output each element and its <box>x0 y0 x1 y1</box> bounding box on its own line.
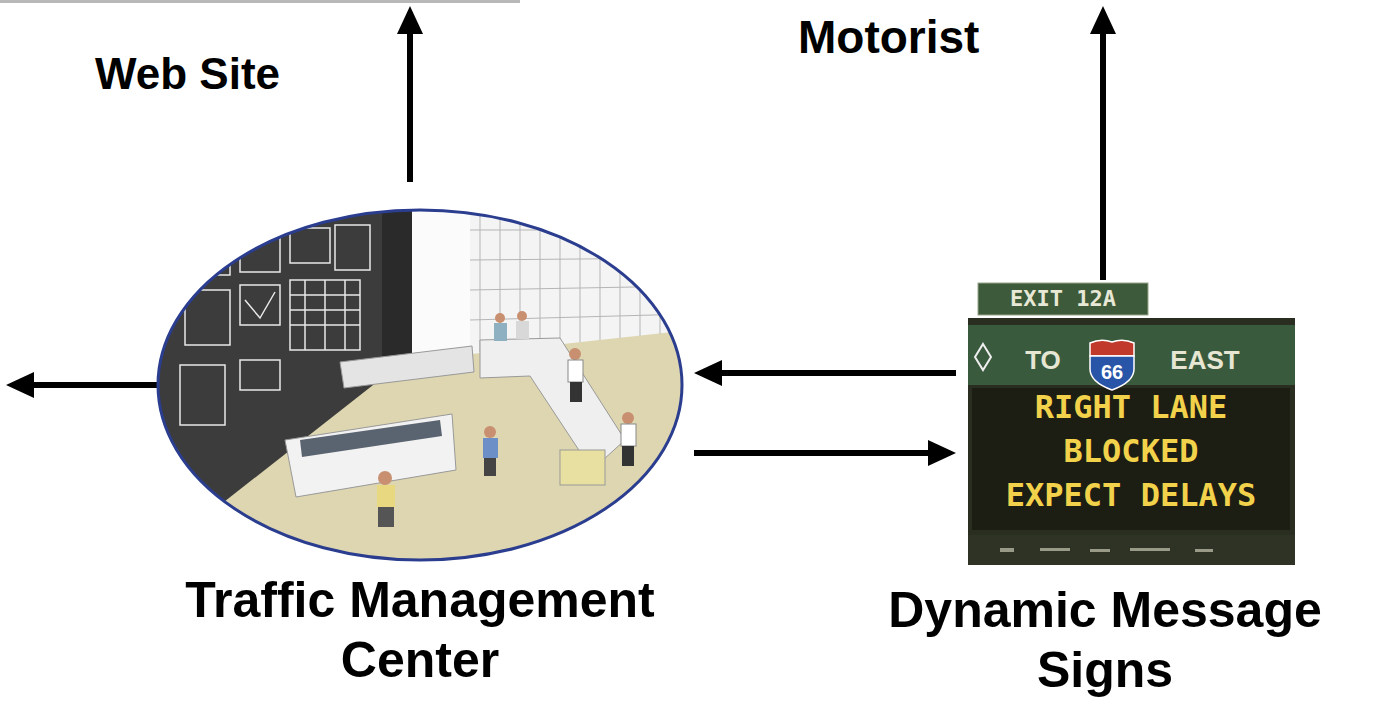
drawing-part <box>560 200 561 344</box>
outbound-arrow <box>6 372 158 398</box>
drawing-part <box>180 365 225 425</box>
text-slot: TO <box>1013 345 1073 375</box>
drawing-part <box>377 485 395 507</box>
floor <box>150 200 690 570</box>
drawing-part <box>1040 548 1070 551</box>
pillar <box>382 200 412 372</box>
message-sign: EXIT 12A TO 66 EAST RIGHT LANE BLOCKED EXPEC… <box>968 283 1295 565</box>
wall-panel <box>412 200 470 355</box>
control-center: Traffic Management Center <box>158 210 682 560</box>
drawing-part <box>495 313 505 323</box>
shield-body <box>1090 356 1134 390</box>
drawing-part <box>470 286 690 290</box>
motorist-arrow <box>1090 6 1116 280</box>
text-slot: Traffic Management Center <box>100 570 740 690</box>
drawing-part <box>569 348 581 360</box>
back-wall <box>400 200 690 362</box>
room-outline <box>158 210 682 560</box>
text-slot: Dynamic Message Signs <box>825 580 1385 700</box>
drawing-part <box>622 412 634 424</box>
shield-top <box>1090 340 1134 356</box>
lane-diamond <box>975 344 991 370</box>
route-shield-number: 66 <box>1092 360 1132 384</box>
output-label: Motorist <box>798 10 979 65</box>
sign-bottom-strip <box>968 535 1295 565</box>
drawing-part <box>621 424 636 446</box>
drawing-part <box>290 228 330 263</box>
drawing-part <box>240 285 280 325</box>
drawing-part <box>378 471 392 485</box>
drawing-part <box>480 200 481 352</box>
arrow-shaft <box>407 32 413 182</box>
drawing-part <box>516 321 529 339</box>
exit-number: EXIT 12A <box>978 283 1148 315</box>
control-room-illustration <box>150 200 690 570</box>
sign-bottom-marks <box>1000 548 1213 552</box>
drawing-part <box>622 446 634 466</box>
drawing-part <box>1195 549 1213 552</box>
led-message: RIGHT LANE BLOCKED EXPECT DELAYS <box>1000 385 1262 517</box>
text-slot: EAST <box>1165 345 1245 375</box>
drawing-part <box>470 258 690 260</box>
wall-monitors <box>180 222 370 425</box>
drawing-part <box>484 458 496 476</box>
drawing-part <box>568 360 583 382</box>
text-slot: RIGHT LANE BLOCKED EXPECT DELAYS <box>1000 385 1262 517</box>
message-sign-illustration <box>968 283 1295 565</box>
partial-box-edge <box>0 0 520 3</box>
drawing-part <box>580 200 581 342</box>
flow-arrow <box>694 450 936 456</box>
drawing-part <box>570 382 582 402</box>
drawing-part <box>600 200 601 340</box>
sign-route-word: TO <box>1013 345 1073 375</box>
drawing-part <box>290 280 360 350</box>
drawing-part <box>484 426 496 438</box>
drawing-part <box>378 507 394 527</box>
drawing-part <box>240 360 280 390</box>
arrow-head <box>1090 6 1116 34</box>
arrow-head <box>6 372 34 398</box>
console-screen <box>560 450 605 485</box>
drawing-part <box>195 235 225 260</box>
node-label: Traffic Management Center <box>100 570 740 690</box>
drawing-part <box>517 311 527 321</box>
website-arrow <box>397 6 423 182</box>
drawing-part <box>620 200 621 338</box>
text-slot: EXIT 12A <box>978 283 1148 315</box>
console-screens <box>300 420 442 457</box>
drawing-part <box>1090 549 1110 552</box>
drawing-part <box>304 280 306 350</box>
arrow-shaft <box>32 382 158 388</box>
drawing-part <box>1000 548 1014 552</box>
sign-direction: EAST <box>1165 345 1245 375</box>
node-label: Dynamic Message Signs <box>825 580 1385 700</box>
drawing-part <box>494 323 507 341</box>
output-label: Web Site <box>95 48 280 101</box>
drawing-part <box>324 280 326 350</box>
operators <box>377 311 636 527</box>
sign-panel <box>968 318 1295 565</box>
text-slot: 66 <box>1092 360 1132 384</box>
console <box>285 414 456 497</box>
wall-grid <box>470 200 690 352</box>
flow-arrow <box>714 370 956 376</box>
arrow-shaft <box>1100 32 1106 280</box>
console <box>340 346 474 388</box>
drawing-part <box>335 225 370 270</box>
drawing-part <box>540 200 541 346</box>
arrow-head <box>397 6 423 34</box>
drawing-part <box>483 438 498 458</box>
drawing-part <box>344 280 346 350</box>
drawing-part <box>470 230 690 231</box>
exit-plate <box>978 283 1148 315</box>
drawing-part <box>1130 548 1170 551</box>
drawing-part <box>245 292 275 318</box>
